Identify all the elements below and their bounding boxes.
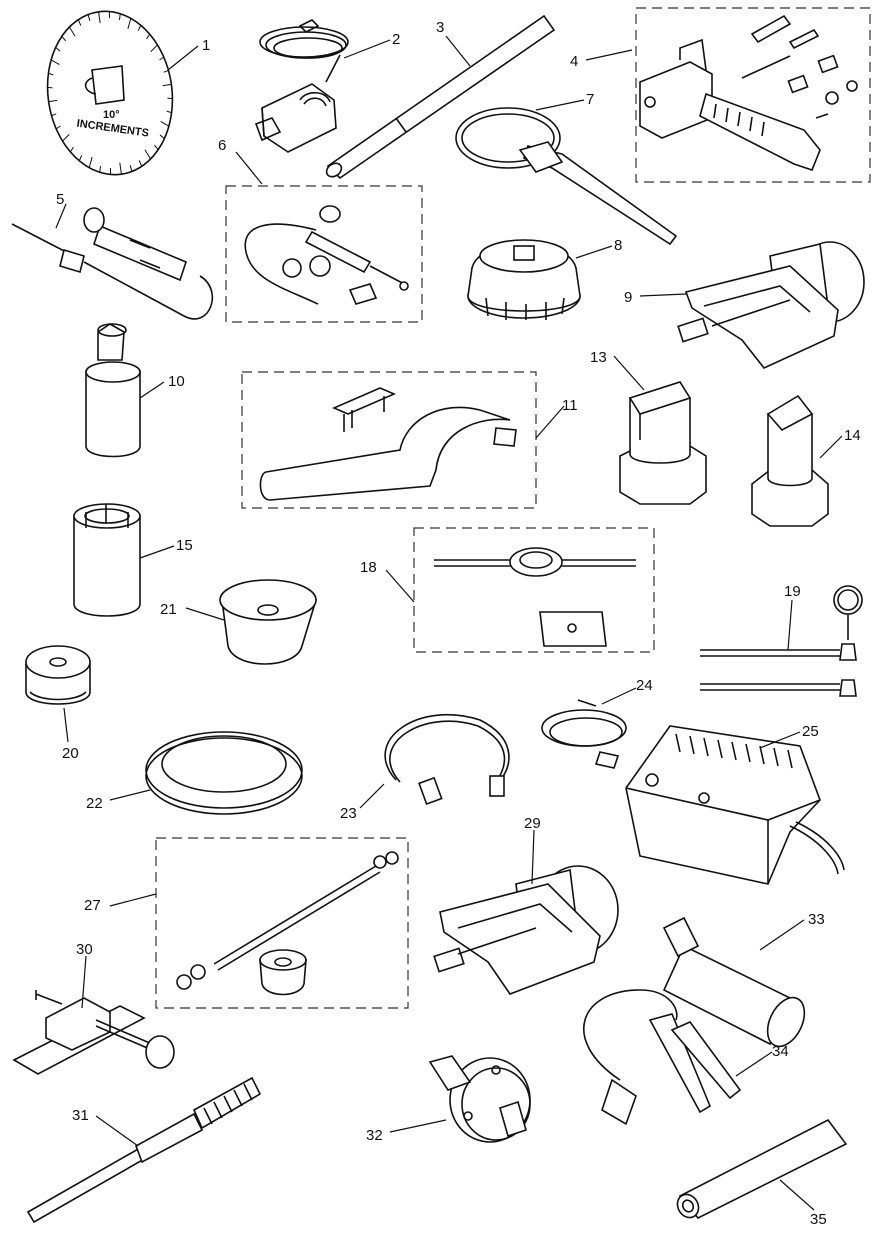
callout-19: 19	[784, 583, 801, 600]
tool-20-round-plug	[25, 645, 91, 705]
callout-31: 31	[72, 1107, 89, 1124]
callout-9: 9	[624, 289, 632, 306]
callout-14: 14	[844, 427, 861, 444]
tool-15-castellated-socket	[73, 503, 141, 617]
dial-tick	[119, 162, 122, 175]
dial-tick	[166, 110, 172, 114]
tool-2-diagnostic-cable	[254, 19, 349, 153]
callout-21: 21	[160, 601, 177, 618]
dial-tick	[153, 144, 159, 150]
tool-4-kit	[635, 7, 871, 183]
tool-13-hex-tool	[619, 381, 707, 505]
dial-tick	[77, 19, 82, 26]
tool-27-bolt-set	[155, 837, 409, 1009]
callout-20: 20	[62, 745, 79, 762]
dial-tick	[160, 121, 170, 127]
dial-tick	[69, 146, 74, 153]
tool-5-syringe	[11, 207, 214, 320]
dial-tick	[62, 133, 70, 142]
callout-34: 34	[772, 1043, 789, 1060]
tool-34-clamp-pliers	[582, 989, 742, 1126]
callout-7: 7	[586, 91, 594, 108]
tool-9-puller	[677, 241, 865, 369]
callout-29: 29	[524, 815, 541, 832]
callout-4: 4	[570, 53, 578, 70]
callout-25: 25	[802, 723, 819, 740]
dial-tick	[118, 13, 121, 21]
tool-25-charger	[625, 725, 845, 885]
dial-tick	[159, 134, 165, 139]
tool-33-slide-hammer	[662, 916, 806, 1048]
callout-6: 6	[218, 137, 226, 154]
dial-tick	[129, 165, 133, 172]
dial-tick	[99, 165, 102, 173]
dial-tick	[55, 47, 61, 52]
callout-3: 3	[436, 19, 444, 36]
tool-11-c-spanner	[241, 371, 537, 509]
callout-11: 11	[562, 397, 578, 414]
tool-7-strap-wrench	[455, 107, 678, 246]
callout-8: 8	[614, 237, 622, 254]
callout-22: 22	[86, 795, 103, 812]
callout-13: 13	[590, 349, 607, 366]
callout-23: 23	[340, 805, 357, 822]
dial-tick	[162, 83, 172, 87]
tool-23-harness	[384, 714, 510, 806]
callout-5: 5	[56, 191, 64, 208]
callout-35: 35	[810, 1211, 827, 1228]
dial-tick	[127, 18, 132, 29]
callout-24: 24	[636, 677, 653, 694]
tool-1-degree-dial: 10° INCREMENTS	[46, 10, 174, 176]
tool-31-drift	[26, 1076, 262, 1224]
dial-tick	[48, 72, 54, 76]
callout-33: 33	[808, 911, 825, 928]
tool-32-flange	[428, 1055, 531, 1143]
dial-tick	[68, 26, 76, 37]
callout-1: 1	[202, 37, 210, 54]
tool-8-oil-filter-cup	[467, 239, 581, 320]
dial-tick	[159, 56, 165, 61]
dial-tick	[50, 59, 60, 65]
tool-30-press	[12, 990, 175, 1075]
dial-tick	[48, 99, 58, 103]
callout-18: 18	[360, 559, 377, 576]
callout-30: 30	[76, 941, 93, 958]
dial-tick	[98, 11, 101, 24]
callout-2: 2	[392, 31, 400, 48]
dial-tick	[163, 69, 169, 73]
callout-27: 27	[84, 897, 101, 914]
tool-18-die-holder	[413, 527, 655, 653]
tool-14-hex-tool	[751, 394, 829, 527]
leader-lines	[55, 35, 843, 1211]
dial-tick	[146, 33, 151, 40]
dial-tick	[61, 36, 67, 42]
tool-35-tube	[676, 1118, 848, 1220]
dial-tick	[78, 155, 83, 161]
dial-tick	[137, 25, 142, 31]
tool-3-long-bar	[325, 14, 556, 180]
callout-15: 15	[176, 537, 193, 554]
callout-10: 10	[168, 373, 185, 390]
dial-tick	[87, 14, 91, 21]
tool-22-clutch-ring	[145, 731, 303, 815]
dial-label-degrees: 10°	[103, 109, 120, 121]
tool-29-puller	[433, 865, 619, 995]
tool-10-cylinder-tool	[85, 323, 141, 458]
dial-tick	[55, 125, 61, 130]
tool-6-pump-kit	[225, 185, 423, 323]
callout-32: 32	[366, 1127, 383, 1144]
dial-tick	[144, 149, 152, 160]
dial-tick	[150, 44, 158, 53]
tool-24-cable	[541, 699, 627, 769]
dial-tick	[138, 160, 143, 167]
tool-21-cup	[219, 579, 318, 665]
dial-tick	[51, 113, 57, 117]
dial-tick	[88, 157, 93, 168]
tool-19-gauge-hoses	[700, 585, 863, 697]
callout-numbers: 1 2 3 4 5 6 7 8 9 10 11 13 14 15 18 19 2…	[56, 19, 861, 1228]
